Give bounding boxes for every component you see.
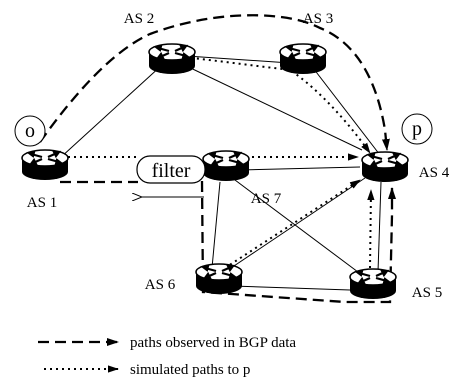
link-as1-as2 — [59, 64, 163, 159]
filter-box — [136, 155, 206, 184]
link-as5-as4 — [377, 181, 382, 273]
legend-simulated-label: simulated paths to p — [130, 362, 250, 378]
as6-label: AS 6 — [145, 277, 176, 293]
router-as4 — [360, 150, 410, 184]
as4-label: AS 4 — [419, 165, 450, 181]
router-as5 — [348, 267, 398, 301]
simulated-path-as5-as4 — [367, 189, 375, 269]
as3-label: AS 3 — [303, 11, 333, 27]
link-as7-as4 — [239, 166, 361, 171]
legend-observed-label: paths observed in BGP data — [130, 335, 296, 351]
simulated-path-as6-as4 — [224, 179, 361, 269]
simulated-path-as2-as4 — [184, 56, 371, 154]
router-as2 — [147, 42, 197, 76]
observed-path-top — [39, 14, 390, 151]
router-as7 — [201, 149, 251, 183]
as7-label: AS 7 — [251, 191, 282, 207]
router-as3 — [278, 42, 328, 76]
origin-circle — [14, 115, 46, 147]
filter-label: filter — [152, 160, 191, 182]
link-as6-as5 — [231, 285, 351, 291]
as2-label: AS 2 — [124, 11, 154, 27]
origin-label: o — [25, 120, 35, 142]
legend: paths observed in BGP data simulated pat… — [38, 335, 296, 378]
link-as7-as6 — [211, 181, 221, 269]
link-as7-as5 — [234, 179, 363, 276]
link-as6-as4 — [227, 177, 366, 271]
link-as3-as4 — [309, 63, 381, 156]
router-as6 — [194, 262, 244, 296]
router-as1 — [20, 148, 70, 182]
link-as2-as4 — [177, 61, 363, 151]
prefix-label: p — [412, 118, 422, 140]
prefix-circle — [401, 113, 433, 145]
as5-label: AS 5 — [412, 285, 442, 301]
as1-label: AS 1 — [27, 195, 57, 211]
